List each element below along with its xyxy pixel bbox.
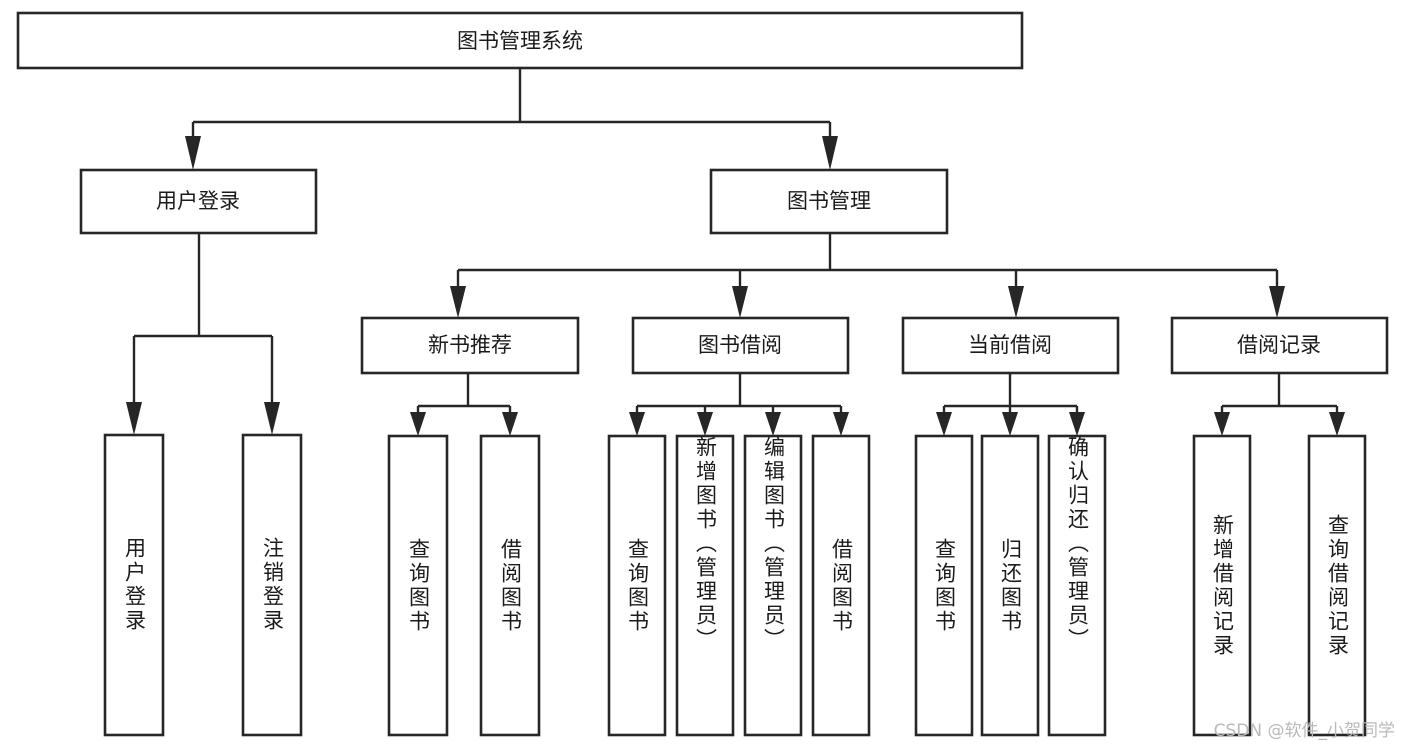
node-borrow-record-box[interactable] — [1170, 316, 1389, 375]
connector-user-login-to-leaves — [126, 233, 280, 435]
arrow-head-book-manage — [822, 136, 838, 170]
leaf-box-user-login[interactable] — [103, 433, 165, 737]
node-user-login-label: 用户登录 — [156, 189, 240, 213]
leaf-box-borrow-edit[interactable] — [743, 434, 803, 737]
node-root-label: 图书管理系统 — [457, 29, 583, 53]
node-book-manage[interactable]: 图书管理 — [709, 168, 949, 235]
leaf-box-newbook-query[interactable] — [387, 434, 449, 737]
node-new-book-recommend-box[interactable] — [360, 316, 580, 375]
arrow-head-leaf-record-2 — [1329, 412, 1345, 436]
leaf-box-newbook-borrow[interactable] — [479, 434, 541, 737]
node-new-book-recommend[interactable]: 新书推荐 — [360, 316, 580, 375]
arrow-head-leaf-borrow-4 — [833, 412, 849, 436]
arrow-head-borrow-record — [1269, 286, 1285, 318]
leaf-box-record-add[interactable] — [1192, 434, 1252, 737]
leaf-box-current-query[interactable] — [914, 434, 974, 737]
arrow-head-leaf-record-1 — [1214, 412, 1230, 436]
leaf-box-user-logout[interactable] — [241, 433, 303, 737]
arrow-head-leaf-borrow-1 — [629, 412, 645, 436]
arrow-head-user-login — [185, 136, 201, 170]
node-current-borrow-label: 当前借阅 — [968, 333, 1052, 357]
arrow-head-leaf-current-3 — [1069, 412, 1085, 436]
node-current-borrow[interactable]: 当前借阅 — [901, 316, 1120, 375]
arrow-head-leaf-user-login — [126, 402, 142, 435]
arrow-head-leaf-current-1 — [936, 412, 952, 436]
leaf-box-borrow-add[interactable] — [675, 434, 735, 737]
node-borrow-record-label: 借阅记录 — [1237, 333, 1321, 357]
connector-borrow-record-to-leaves — [1214, 373, 1345, 436]
arrow-head-leaf-newbook-2 — [502, 412, 518, 436]
node-root[interactable]: 图书管理系统 — [16, 11, 1024, 70]
leaf-box-record-query[interactable] — [1307, 434, 1367, 737]
connector-book-borrow-to-leaves — [629, 373, 849, 436]
leaf-box-borrow-lend[interactable] — [811, 434, 871, 737]
node-user-login-box[interactable] — [79, 168, 318, 235]
arrow-head-leaf-current-2 — [1002, 412, 1018, 436]
connector-books-to-level3 — [450, 233, 1285, 318]
arrow-head-leaf-user-logout — [264, 402, 280, 435]
node-book-manage-label: 图书管理 — [787, 189, 871, 213]
node-book-borrow[interactable]: 图书借阅 — [631, 316, 850, 375]
leaf-box-borrow-query[interactable] — [607, 434, 667, 737]
arrow-head-current-borrow — [1008, 286, 1024, 318]
node-current-borrow-box[interactable] — [901, 316, 1120, 375]
connector-root-to-level2 — [185, 68, 838, 170]
node-user-login[interactable]: 用户登录 — [79, 168, 318, 235]
connector-current-borrow-to-leaves — [936, 373, 1085, 436]
arrow-head-leaf-borrow-2 — [697, 412, 713, 436]
node-book-manage-box[interactable] — [709, 168, 949, 235]
node-borrow-record[interactable]: 借阅记录 — [1170, 316, 1389, 375]
arrow-head-book-borrow — [732, 286, 748, 318]
node-root-box[interactable] — [16, 11, 1024, 70]
node-new-book-recommend-label: 新书推荐 — [428, 333, 512, 357]
leaf-box-current-return[interactable] — [980, 434, 1040, 737]
node-book-borrow-box[interactable] — [631, 316, 850, 375]
leaf-box-current-confirm[interactable] — [1047, 434, 1107, 737]
node-book-borrow-label: 图书借阅 — [698, 333, 782, 357]
arrow-head-leaf-borrow-3 — [765, 412, 781, 436]
arrow-head-leaf-newbook-1 — [410, 412, 426, 436]
connector-new-book-to-leaves — [410, 373, 518, 436]
arrow-head-new-book — [450, 286, 466, 318]
